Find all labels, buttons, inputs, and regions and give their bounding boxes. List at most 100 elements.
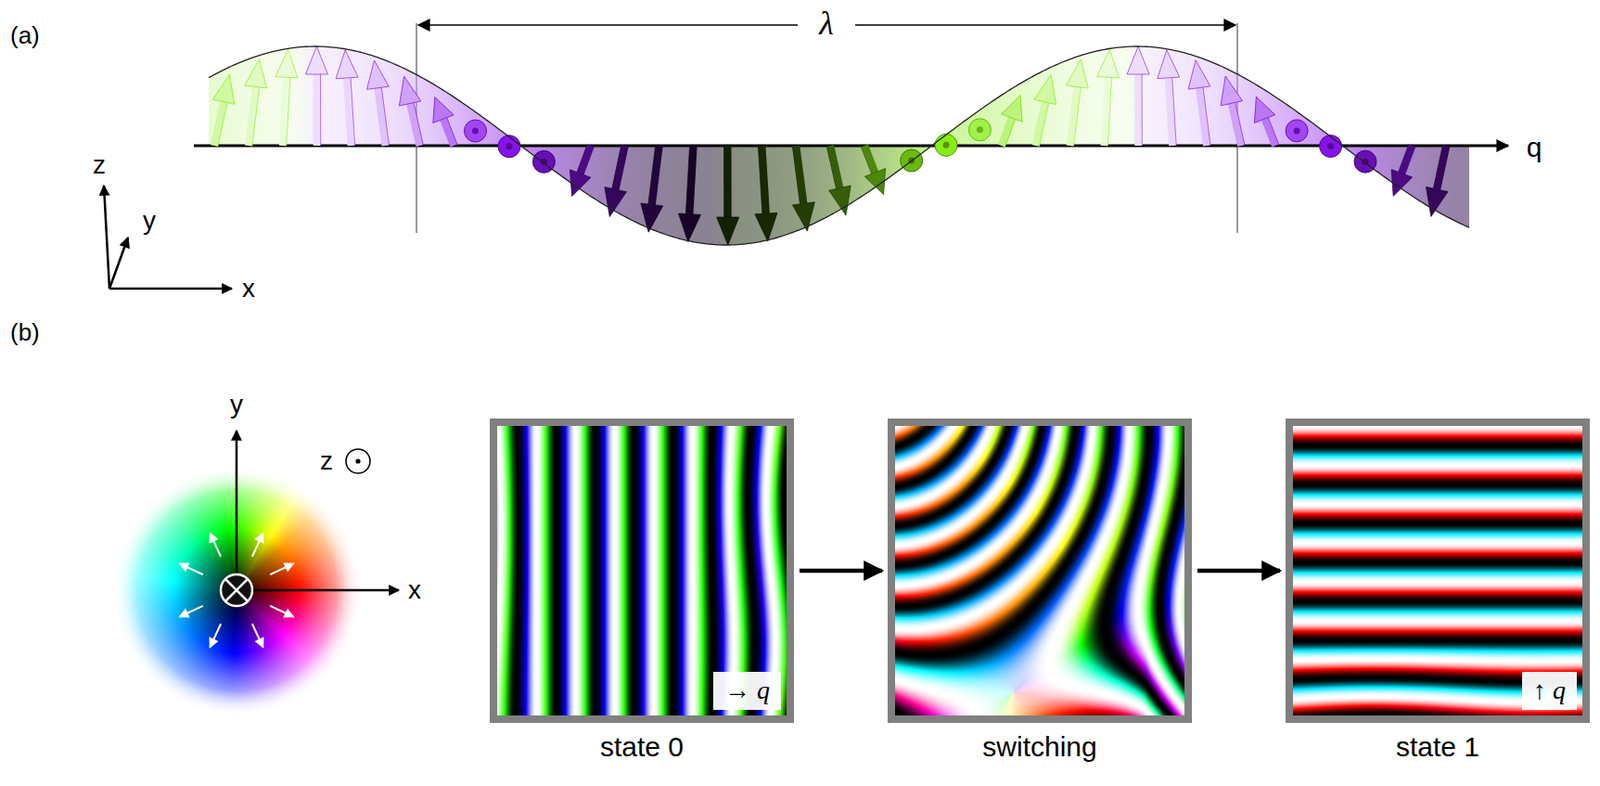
spin-arrow-head	[755, 212, 778, 242]
panel-caption: switching	[887, 730, 1192, 764]
spin-arrow-shaft	[1036, 102, 1046, 146]
out-of-page-symbol	[355, 458, 360, 463]
q-direction-inset: ↑ q	[1522, 671, 1577, 710]
spin-arrow-head	[275, 49, 298, 78]
into-page-symbol	[220, 574, 253, 606]
spin-arrow-tip	[505, 142, 512, 150]
axis-label: q	[1526, 131, 1543, 163]
spin-arrow-head	[864, 168, 885, 195]
spin-arrow-shaft	[761, 145, 766, 214]
state-panel: ↑ qstate 1	[1285, 418, 1590, 764]
spin-arrow-shaft-edge	[1073, 87, 1081, 146]
spin-arrow-shaft-edge	[860, 146, 871, 174]
spin-arrow-head	[335, 50, 359, 79]
spin-arrow-shaft-edge	[648, 145, 656, 205]
switch-arrow	[799, 568, 883, 574]
spin-arrow-shaft-edge	[1004, 118, 1015, 147]
spin-arrow-shaft-edge	[1107, 77, 1112, 147]
panel-caption: state 0	[489, 730, 794, 764]
spin-arrow-shaft-edge	[381, 87, 389, 145]
spin-arrow-head	[1097, 49, 1120, 78]
spin-arrow-shaft	[409, 102, 420, 146]
spin-arrow-end-on	[934, 133, 958, 156]
panel-frame: ↑ q	[1285, 418, 1590, 723]
out-of-page-symbol	[345, 448, 371, 474]
axis-label: z	[92, 151, 106, 180]
spin-arrow-end-on	[1285, 119, 1308, 142]
inset-text: → q	[724, 676, 770, 705]
coord-axis	[109, 287, 232, 291]
spin-arrow-head	[1157, 50, 1180, 79]
spin-arrow-head	[433, 97, 454, 124]
into-page-symbol	[225, 578, 248, 602]
spin-arrow-head	[1220, 76, 1242, 106]
wavelength-label: λ	[819, 5, 834, 43]
switch-arrow	[1197, 568, 1280, 574]
spin-arrow-tip	[943, 141, 950, 149]
spin-arrow-shaft	[248, 86, 256, 146]
spin-arrow-shaft	[282, 76, 287, 146]
state-panel: switching	[887, 418, 1192, 764]
envelope-curve	[208, 46, 1470, 245]
wavelength-arrow	[418, 24, 798, 26]
spin-arrow-shaft-edge	[685, 145, 690, 215]
spin-arrow-tip	[976, 126, 984, 133]
spin-arrow-shaft	[1436, 145, 1447, 190]
spin-arrow-shaft	[652, 145, 660, 205]
spin-arrow-head	[244, 59, 268, 89]
spin-arrow-end-on	[498, 135, 521, 158]
axis-label: y	[230, 390, 244, 420]
wheel-direction-arrow	[252, 532, 264, 556]
spin-arrow-shaft-edge	[350, 77, 356, 146]
spin-arrow-head	[398, 76, 422, 106]
spin-arrow-shaft-edge	[1433, 144, 1443, 189]
wheel-direction-arrow	[269, 563, 294, 575]
q-axis	[193, 144, 1509, 148]
spin-texture-image	[895, 425, 1185, 716]
spin-arrow-tip	[1327, 142, 1334, 150]
q-direction-inset: → q	[713, 671, 781, 710]
spin-arrow-head	[678, 213, 702, 243]
spin-arrow-head	[793, 202, 816, 231]
spin-arrow-head	[1391, 169, 1413, 197]
spin-arrow-shaft-edge	[1235, 102, 1245, 145]
wheel-axis	[236, 588, 399, 592]
spin-arrow-shaft	[377, 88, 385, 146]
spin-arrow-shaft-edge	[217, 102, 228, 147]
spin-arrow-tip	[472, 128, 479, 135]
spin-arrow-head	[1426, 186, 1449, 217]
spin-arrow-shaft-edge	[757, 145, 762, 214]
spin-arrow-head	[212, 74, 235, 104]
inset-text: ↑ q	[1533, 676, 1566, 705]
spin-arrow-head	[306, 46, 329, 75]
spin-arrow-end-on	[968, 118, 991, 141]
axis-label: x	[408, 576, 422, 605]
panel-label: (a)	[10, 22, 40, 50]
spin-arrow-shaft	[724, 145, 732, 218]
axis-label: y	[142, 206, 156, 236]
wheel-direction-arrow	[179, 563, 203, 575]
spin-arrow-shaft	[1070, 87, 1078, 146]
wheel-direction-arrow	[269, 605, 294, 617]
spin-arrow-shaft-edge	[1141, 74, 1143, 146]
spin-arrow-shaft	[1231, 102, 1242, 146]
spin-arrow-end-on	[1319, 135, 1343, 158]
spin-arrow-shaft-edge	[723, 145, 725, 218]
spin-arrow-head	[829, 185, 852, 216]
spin-arrow-shaft	[795, 145, 804, 204]
state-panel: → q state 0	[489, 418, 794, 764]
wheel-axis	[235, 430, 239, 590]
panel-frame: → q	[489, 418, 794, 723]
spin-arrow-shaft-edge	[413, 102, 423, 146]
coord-axis	[109, 237, 128, 289]
axis-label: x	[242, 274, 256, 304]
spin-arrow-head	[604, 187, 628, 218]
spin-arrow-head	[1001, 95, 1024, 123]
spin-arrow-head	[1188, 60, 1211, 90]
wheel-direction-arrow	[209, 623, 221, 647]
wheel-direction-arrow	[209, 532, 221, 556]
spin-arrow-shaft-edge	[447, 117, 458, 145]
spin-arrow-shaft	[346, 77, 352, 146]
spin-arrow-shaft-edge	[252, 87, 260, 147]
